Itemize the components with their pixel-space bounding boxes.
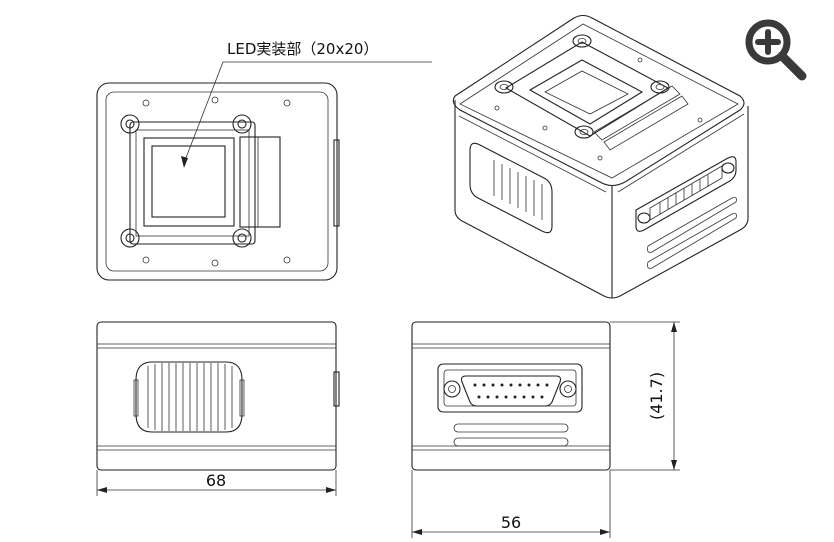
iso-screw — [572, 34, 592, 48]
end-view: 56 (41.7) — [411, 321, 680, 538]
plate-screw — [120, 228, 140, 248]
side-view: 68 — [96, 321, 340, 496]
connector-screw — [443, 380, 461, 398]
plate-screw — [232, 114, 252, 134]
top-view — [96, 82, 340, 281]
plate-screw — [232, 228, 252, 248]
led-callout: LED実装部（20x20） — [181, 40, 432, 168]
connector-screw — [559, 380, 577, 398]
plate-screw — [120, 114, 140, 134]
zoom-in-button[interactable] — [740, 14, 810, 84]
depth-dimension: 56 — [501, 513, 521, 532]
iso-fins — [493, 160, 543, 220]
zoom-in-icon — [745, 19, 807, 81]
width-dimension: 68 — [206, 471, 226, 490]
led-label: LED実装部（20x20） — [227, 40, 378, 58]
iso-pins — [659, 175, 709, 214]
height-dimension: (41.7) — [647, 372, 666, 420]
isometric-view — [452, 14, 749, 299]
iso-screw — [574, 125, 594, 139]
connector-pins — [473, 383, 549, 399]
iso-screw — [494, 80, 514, 94]
side-fins — [147, 363, 233, 431]
iso-screw — [650, 80, 670, 94]
